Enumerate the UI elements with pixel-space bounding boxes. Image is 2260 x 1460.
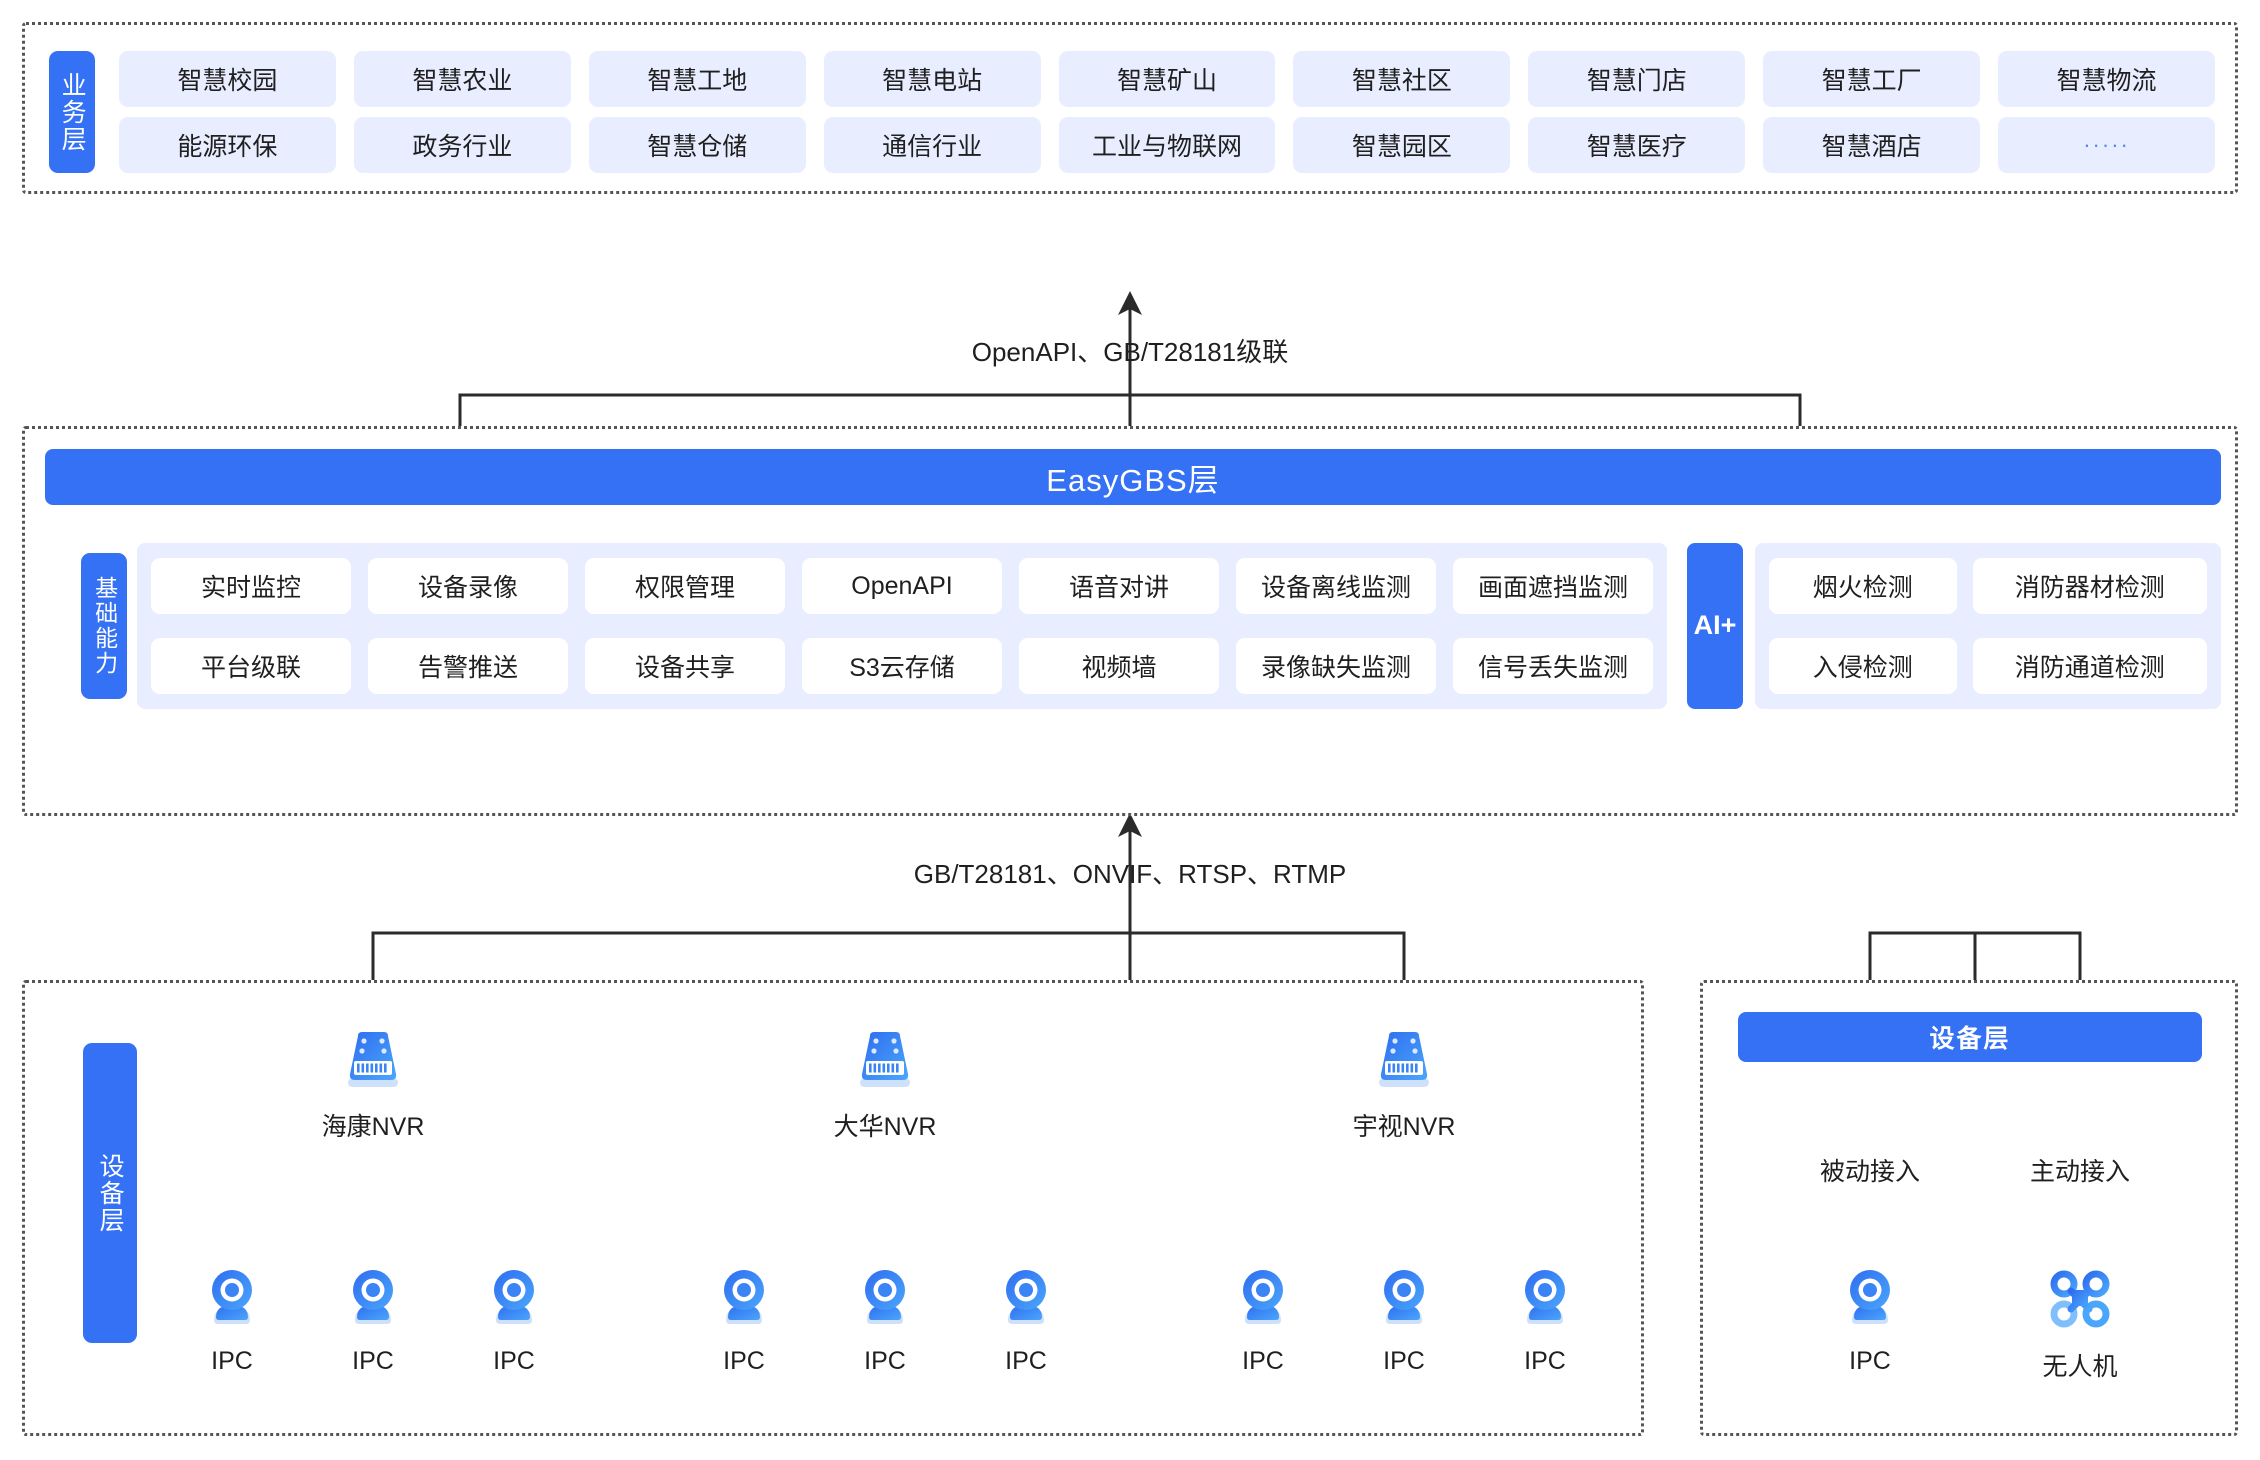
camera-icon — [1368, 1262, 1440, 1339]
business-item[interactable]: 智慧物流 — [1998, 51, 2215, 107]
easygbs-title-bar: EasyGBS层 — [45, 449, 2221, 505]
business-item[interactable]: 智慧酒店 — [1763, 117, 1981, 173]
nvr-label: 宇视NVR — [1352, 1113, 1456, 1141]
ipc-node-passive[interactable]: IPC — [1834, 1262, 1906, 1376]
business-item[interactable]: 智慧工厂 — [1763, 51, 1981, 107]
business-item-more[interactable]: ····· — [1998, 117, 2215, 173]
business-item[interactable]: 政务行业 — [353, 117, 571, 173]
business-item[interactable]: 智慧矿山 — [1058, 51, 1276, 107]
capability-item[interactable]: 语音对讲 — [1019, 558, 1219, 614]
ipc-label: IPC — [1849, 1347, 1891, 1375]
ipc-label: IPC — [493, 1347, 535, 1375]
business-item[interactable]: 智慧农业 — [353, 51, 571, 107]
device-layer-panel-left: 设备层 — [22, 980, 1644, 1436]
easygbs-layer-panel: EasyGBS层 基础能力 实时监控 设备录像 权限管理 OpenAPI 语音对… — [22, 426, 2238, 816]
ai-capability-item[interactable]: 烟火检测 — [1769, 558, 1957, 614]
ipc-node[interactable]: IPC — [474, 1262, 554, 1376]
business-item[interactable]: 智慧门店 — [1528, 51, 1746, 107]
business-item-grid: 智慧校园 智慧农业 智慧工地 智慧电站 智慧矿山 智慧社区 智慧门店 智慧工厂 … — [119, 51, 2215, 173]
ipc-label: IPC — [1524, 1347, 1566, 1375]
camera-icon — [990, 1262, 1062, 1339]
business-item[interactable]: 智慧仓储 — [588, 117, 806, 173]
capability-item[interactable]: 录像缺失监测 — [1236, 638, 1436, 694]
nvr-label: 大华NVR — [833, 1113, 937, 1141]
ai-capability-item[interactable]: 消防通道检测 — [1972, 638, 2207, 694]
ipc-label: IPC — [1005, 1347, 1047, 1375]
business-item[interactable]: 能源环保 — [119, 117, 336, 173]
capability-item[interactable]: 实时监控 — [151, 558, 351, 614]
ipc-node[interactable]: IPC — [986, 1262, 1066, 1376]
ipc-label: IPC — [1242, 1347, 1284, 1375]
camera-icon — [196, 1262, 268, 1339]
capability-item[interactable]: OpenAPI — [802, 558, 1002, 614]
device-layer-side-label: 设备层 — [83, 1043, 137, 1343]
ipc-node[interactable]: IPC — [192, 1262, 272, 1376]
ipc-node[interactable]: IPC — [1223, 1262, 1303, 1376]
drone-label: 无人机 — [2042, 1353, 2118, 1381]
business-item[interactable]: 智慧工地 — [588, 51, 806, 107]
camera-icon — [1834, 1262, 1906, 1339]
capability-item[interactable]: 平台级联 — [151, 638, 351, 694]
nvr-icon — [1367, 1022, 1441, 1101]
camera-icon — [708, 1262, 780, 1339]
business-item[interactable]: 智慧校园 — [119, 51, 336, 107]
camera-icon — [478, 1262, 550, 1339]
ai-capability-item[interactable]: 消防器材检测 — [1972, 558, 2207, 614]
ipc-label: IPC — [211, 1347, 253, 1375]
ipc-node[interactable]: IPC — [333, 1262, 413, 1376]
ai-plus-side-label: AI+ — [1687, 543, 1743, 709]
camera-icon — [1509, 1262, 1581, 1339]
business-layer-panel: 业务层 智慧校园 智慧农业 智慧工地 智慧电站 智慧矿山 智慧社区 智慧门店 智… — [22, 22, 2238, 194]
ipc-label: IPC — [1383, 1347, 1425, 1375]
camera-icon — [849, 1262, 921, 1339]
capability-item[interactable]: 设备离线监测 — [1236, 558, 1436, 614]
drone-icon — [2044, 1262, 2116, 1339]
capability-item[interactable]: 设备共享 — [585, 638, 785, 694]
ai-capability-item[interactable]: 入侵检测 — [1769, 638, 1957, 694]
business-item[interactable]: 工业与物联网 — [1058, 117, 1276, 173]
nvr-icon — [848, 1022, 922, 1101]
business-item[interactable]: 智慧园区 — [1293, 117, 1511, 173]
business-layer-side-label: 业务层 — [49, 51, 95, 173]
capability-box: 实时监控 设备录像 权限管理 OpenAPI 语音对讲 设备离线监测 画面遮挡监… — [137, 543, 1667, 709]
business-item[interactable]: 智慧社区 — [1293, 51, 1511, 107]
connector-label-openapi: OpenAPI、GB/T28181级联 — [971, 337, 1289, 367]
device-layer-bar: 设备层 — [1738, 1012, 2202, 1062]
ipc-node[interactable]: IPC — [1505, 1262, 1585, 1376]
nvr-icon — [336, 1022, 410, 1101]
camera-icon — [337, 1262, 409, 1339]
ipc-label: IPC — [864, 1347, 906, 1375]
access-label-passive: 被动接入 — [1819, 1158, 1920, 1186]
capability-item[interactable]: 权限管理 — [585, 558, 785, 614]
capability-item[interactable]: S3云存储 — [802, 638, 1002, 694]
ipc-label: IPC — [723, 1347, 765, 1375]
business-item[interactable]: 智慧电站 — [823, 51, 1041, 107]
ipc-node[interactable]: IPC — [704, 1262, 784, 1376]
ipc-node[interactable]: IPC — [845, 1262, 925, 1376]
business-item[interactable]: 通信行业 — [823, 117, 1041, 173]
ipc-node[interactable]: IPC — [1364, 1262, 1444, 1376]
capability-item[interactable]: 视频墙 — [1019, 638, 1219, 694]
capability-item[interactable]: 告警推送 — [368, 638, 568, 694]
ipc-label: IPC — [352, 1347, 394, 1375]
nvr-node-dahua[interactable]: 大华NVR — [822, 1022, 948, 1143]
nvr-label: 海康NVR — [321, 1113, 425, 1141]
ai-capability-grid: 烟火检测 消防器材检测 入侵检测 消防通道检测 — [1769, 558, 2207, 694]
capability-item[interactable]: 画面遮挡监测 — [1453, 558, 1653, 614]
connector-label-protocols: GB/T28181、ONVIF、RTSP、RTMP — [913, 859, 1347, 889]
capability-item[interactable]: 信号丢失监测 — [1453, 638, 1653, 694]
nvr-node-uniview[interactable]: 宇视NVR — [1341, 1022, 1467, 1143]
capability-item[interactable]: 设备录像 — [368, 558, 568, 614]
access-label-active: 主动接入 — [2029, 1158, 2130, 1186]
nvr-node-hikvision[interactable]: 海康NVR — [310, 1022, 436, 1143]
camera-icon — [1227, 1262, 1299, 1339]
capability-side-label: 基础能力 — [81, 553, 127, 699]
drone-node[interactable]: 无人机 — [2032, 1262, 2128, 1383]
business-item[interactable]: 智慧医疗 — [1528, 117, 1746, 173]
ai-capability-box: 烟火检测 消防器材检测 入侵检测 消防通道检测 — [1755, 543, 2221, 709]
capability-grid: 实时监控 设备录像 权限管理 OpenAPI 语音对讲 设备离线监测 画面遮挡监… — [151, 558, 1653, 694]
